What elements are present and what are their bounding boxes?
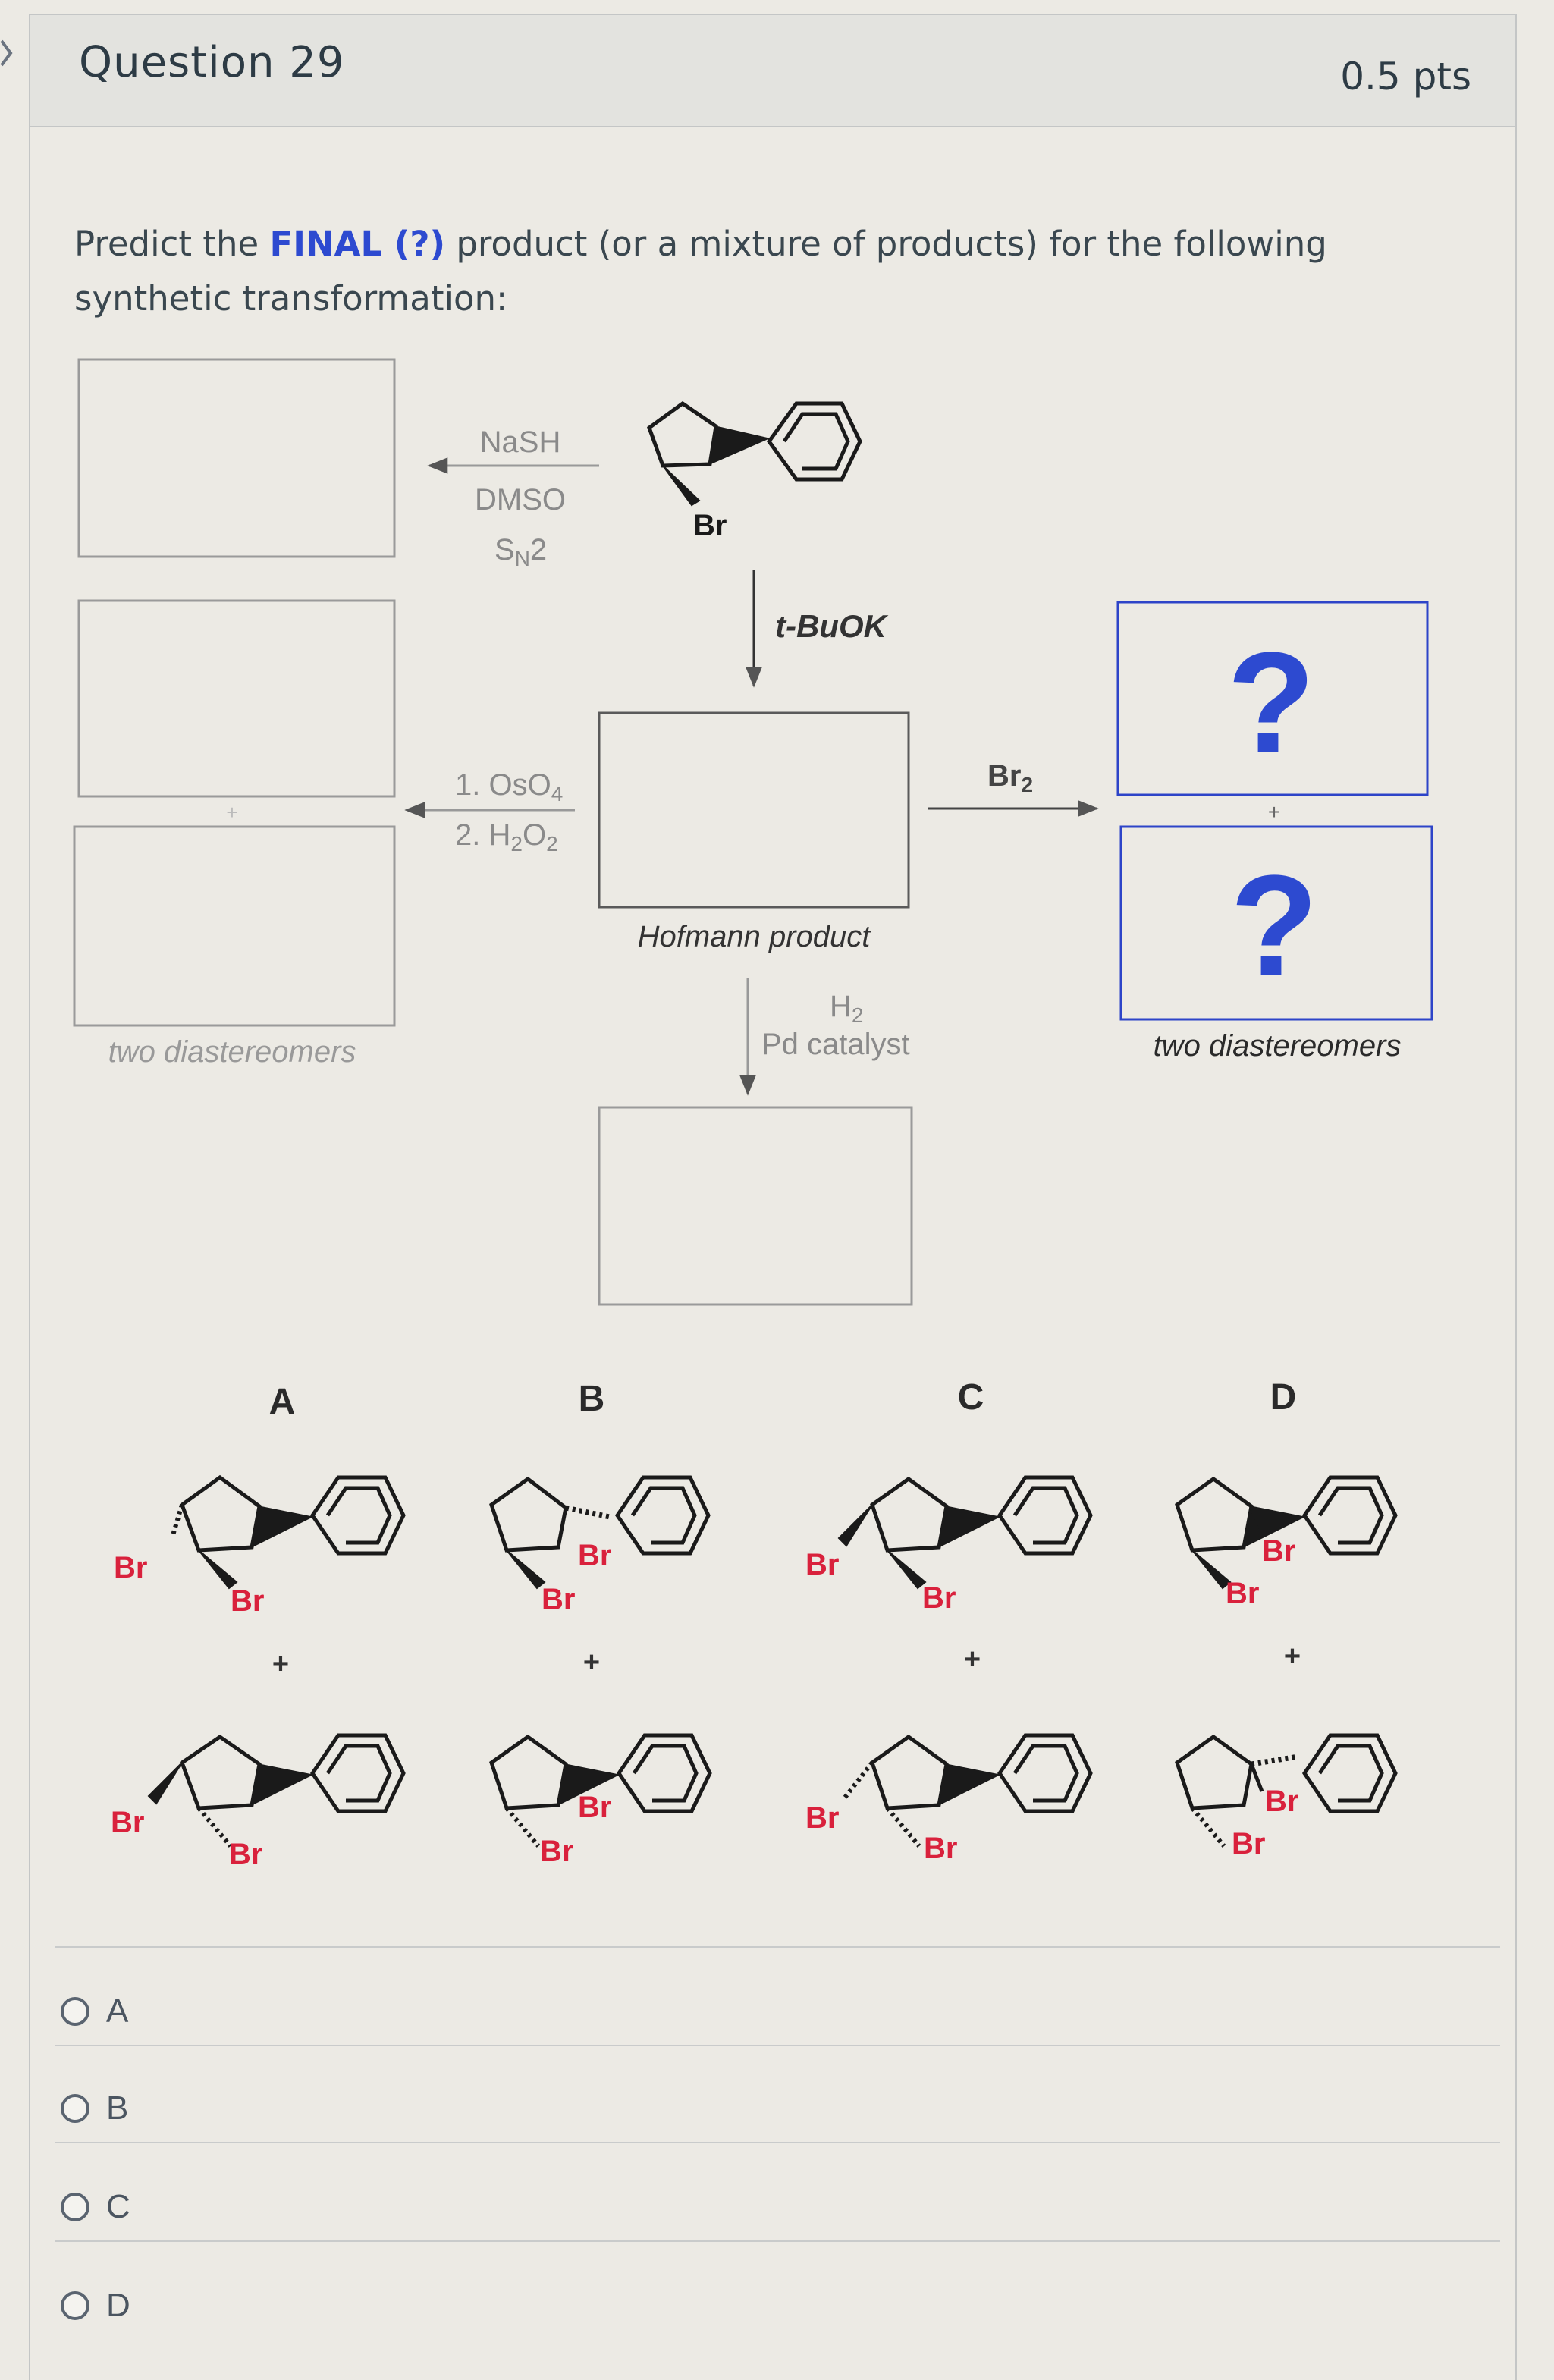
prompt-text-after: product (or a mixture of products) for t… xyxy=(74,224,1327,319)
choice-c-bottom-br-2: Br xyxy=(924,1832,957,1865)
unknown-mark-2: ? xyxy=(1230,846,1318,1006)
structure-letter-a: A xyxy=(269,1382,296,1422)
choice-a-bottom-br-2: Br xyxy=(229,1838,262,1871)
final-plus-sign: + xyxy=(1268,800,1280,824)
radio-b[interactable] xyxy=(61,2094,89,2123)
choice-d-top-structure xyxy=(1175,1475,1398,1590)
reagent-dmso: DMSO xyxy=(475,483,566,517)
prompt-text-before: Predict the xyxy=(74,224,270,264)
options-divider-top xyxy=(55,1946,1500,1948)
question-card: Question 29 0.5 pts xyxy=(29,14,1517,2380)
options-divider-2 xyxy=(55,2142,1500,2143)
answer-option-c-label: C xyxy=(106,2188,130,2225)
choice-c-top-structure xyxy=(837,1475,1093,1590)
reagent-h2o2: 2. H2O2 xyxy=(455,818,558,856)
sn2-product-box xyxy=(77,358,396,558)
label-two-diastereomers-left: two diastereomers xyxy=(108,1035,356,1069)
choice-bromine-labels: Br Br Br Br Br Br Br Br Br Br Br Br Br B… xyxy=(111,1534,1298,1871)
reagent-h2: H2 xyxy=(830,990,863,1027)
label-two-diastereomers-right: two diastereomers xyxy=(1154,1029,1402,1063)
reagent-nash: NaSH xyxy=(480,425,561,459)
collapse-chevron-icon[interactable] xyxy=(0,38,17,68)
radio-c[interactable] xyxy=(61,2193,89,2221)
answer-option-a[interactable]: A xyxy=(61,1981,128,2042)
choice-a-bottom-structure xyxy=(147,1733,406,1848)
options-divider-1 xyxy=(55,2045,1500,2046)
structure-letter-b: B xyxy=(579,1379,605,1419)
choice-b-plus: + xyxy=(583,1647,600,1678)
answer-option-a-label: A xyxy=(106,1992,129,2030)
final-product-box-1 xyxy=(1116,601,1429,796)
choice-d-bottom-structure xyxy=(1175,1733,1398,1848)
choice-a-top-br-2: Br xyxy=(231,1584,264,1618)
choice-c-top-br-1: Br xyxy=(805,1548,839,1581)
choice-c-bottom-br-1: Br xyxy=(805,1801,839,1835)
choice-b-bottom-structure xyxy=(489,1733,712,1848)
reagent-oso4: 1. OsO4 xyxy=(455,768,563,805)
choice-d-bottom-br-2: Br xyxy=(1232,1827,1265,1860)
diol-product-box-2 xyxy=(73,825,396,1027)
diol-plus-sign: + xyxy=(226,801,237,824)
choice-a-bottom-br-1: Br xyxy=(111,1806,144,1839)
choice-b-bottom-br-1: Br xyxy=(578,1791,611,1824)
hofmann-product-box xyxy=(598,711,910,909)
reagent-br2: Br2 xyxy=(987,759,1033,796)
label-sn2: SN2 xyxy=(494,533,547,570)
answer-option-c[interactable]: C xyxy=(61,2177,130,2237)
choice-a-top-structure xyxy=(171,1474,406,1590)
options-divider-3 xyxy=(55,2240,1500,2242)
choice-d-bottom-br-1: Br xyxy=(1265,1785,1298,1818)
question-points: 0.5 pts xyxy=(1340,55,1471,99)
answer-option-d-label: D xyxy=(106,2287,130,2324)
starting-material-br-label: Br xyxy=(693,509,727,542)
choice-b-top-br-1: Br xyxy=(578,1539,611,1572)
prompt-highlight: FINAL (?) xyxy=(269,224,446,264)
choice-a-top-br-1: Br xyxy=(114,1551,147,1584)
starting-material-bromide xyxy=(647,400,862,507)
radio-a[interactable] xyxy=(61,1997,89,2026)
answer-option-b[interactable]: B xyxy=(61,2078,128,2139)
choice-b-bottom-br-2: Br xyxy=(540,1835,573,1868)
reagent-pd-catalyst: Pd catalyst xyxy=(761,1028,910,1061)
final-product-box-2 xyxy=(1119,825,1433,1021)
question-prompt: Predict the FINAL (?) product (or a mixt… xyxy=(74,217,1455,326)
answer-option-b-label: B xyxy=(106,2090,129,2127)
question-title: Question 29 xyxy=(79,38,345,87)
unknown-mark-1: ? xyxy=(1227,623,1315,783)
choice-c-top-br-2: Br xyxy=(922,1581,956,1615)
hydrogenation-product-box xyxy=(598,1106,913,1306)
diol-product-box-1 xyxy=(77,599,396,798)
answer-option-d[interactable]: D xyxy=(61,2275,130,2336)
structure-letter-c: C xyxy=(958,1377,984,1418)
choice-d-top-br-1: Br xyxy=(1262,1534,1295,1568)
choice-c-plus: + xyxy=(964,1644,981,1675)
question-header: Question 29 0.5 pts xyxy=(30,15,1515,127)
structure-letter-d: D xyxy=(1270,1377,1297,1418)
choice-a-plus: + xyxy=(272,1648,289,1680)
choice-b-top-structure xyxy=(489,1475,711,1590)
choice-b-top-br-2: Br xyxy=(542,1583,575,1616)
choice-d-top-br-2: Br xyxy=(1226,1577,1259,1610)
choice-c-bottom-structure xyxy=(843,1733,1093,1848)
choice-d-plus: + xyxy=(1284,1641,1301,1672)
reagent-tbuok: t-BuOK xyxy=(775,608,889,644)
radio-d[interactable] xyxy=(61,2291,89,2320)
label-hofmann-product: Hofmann product xyxy=(638,920,872,953)
